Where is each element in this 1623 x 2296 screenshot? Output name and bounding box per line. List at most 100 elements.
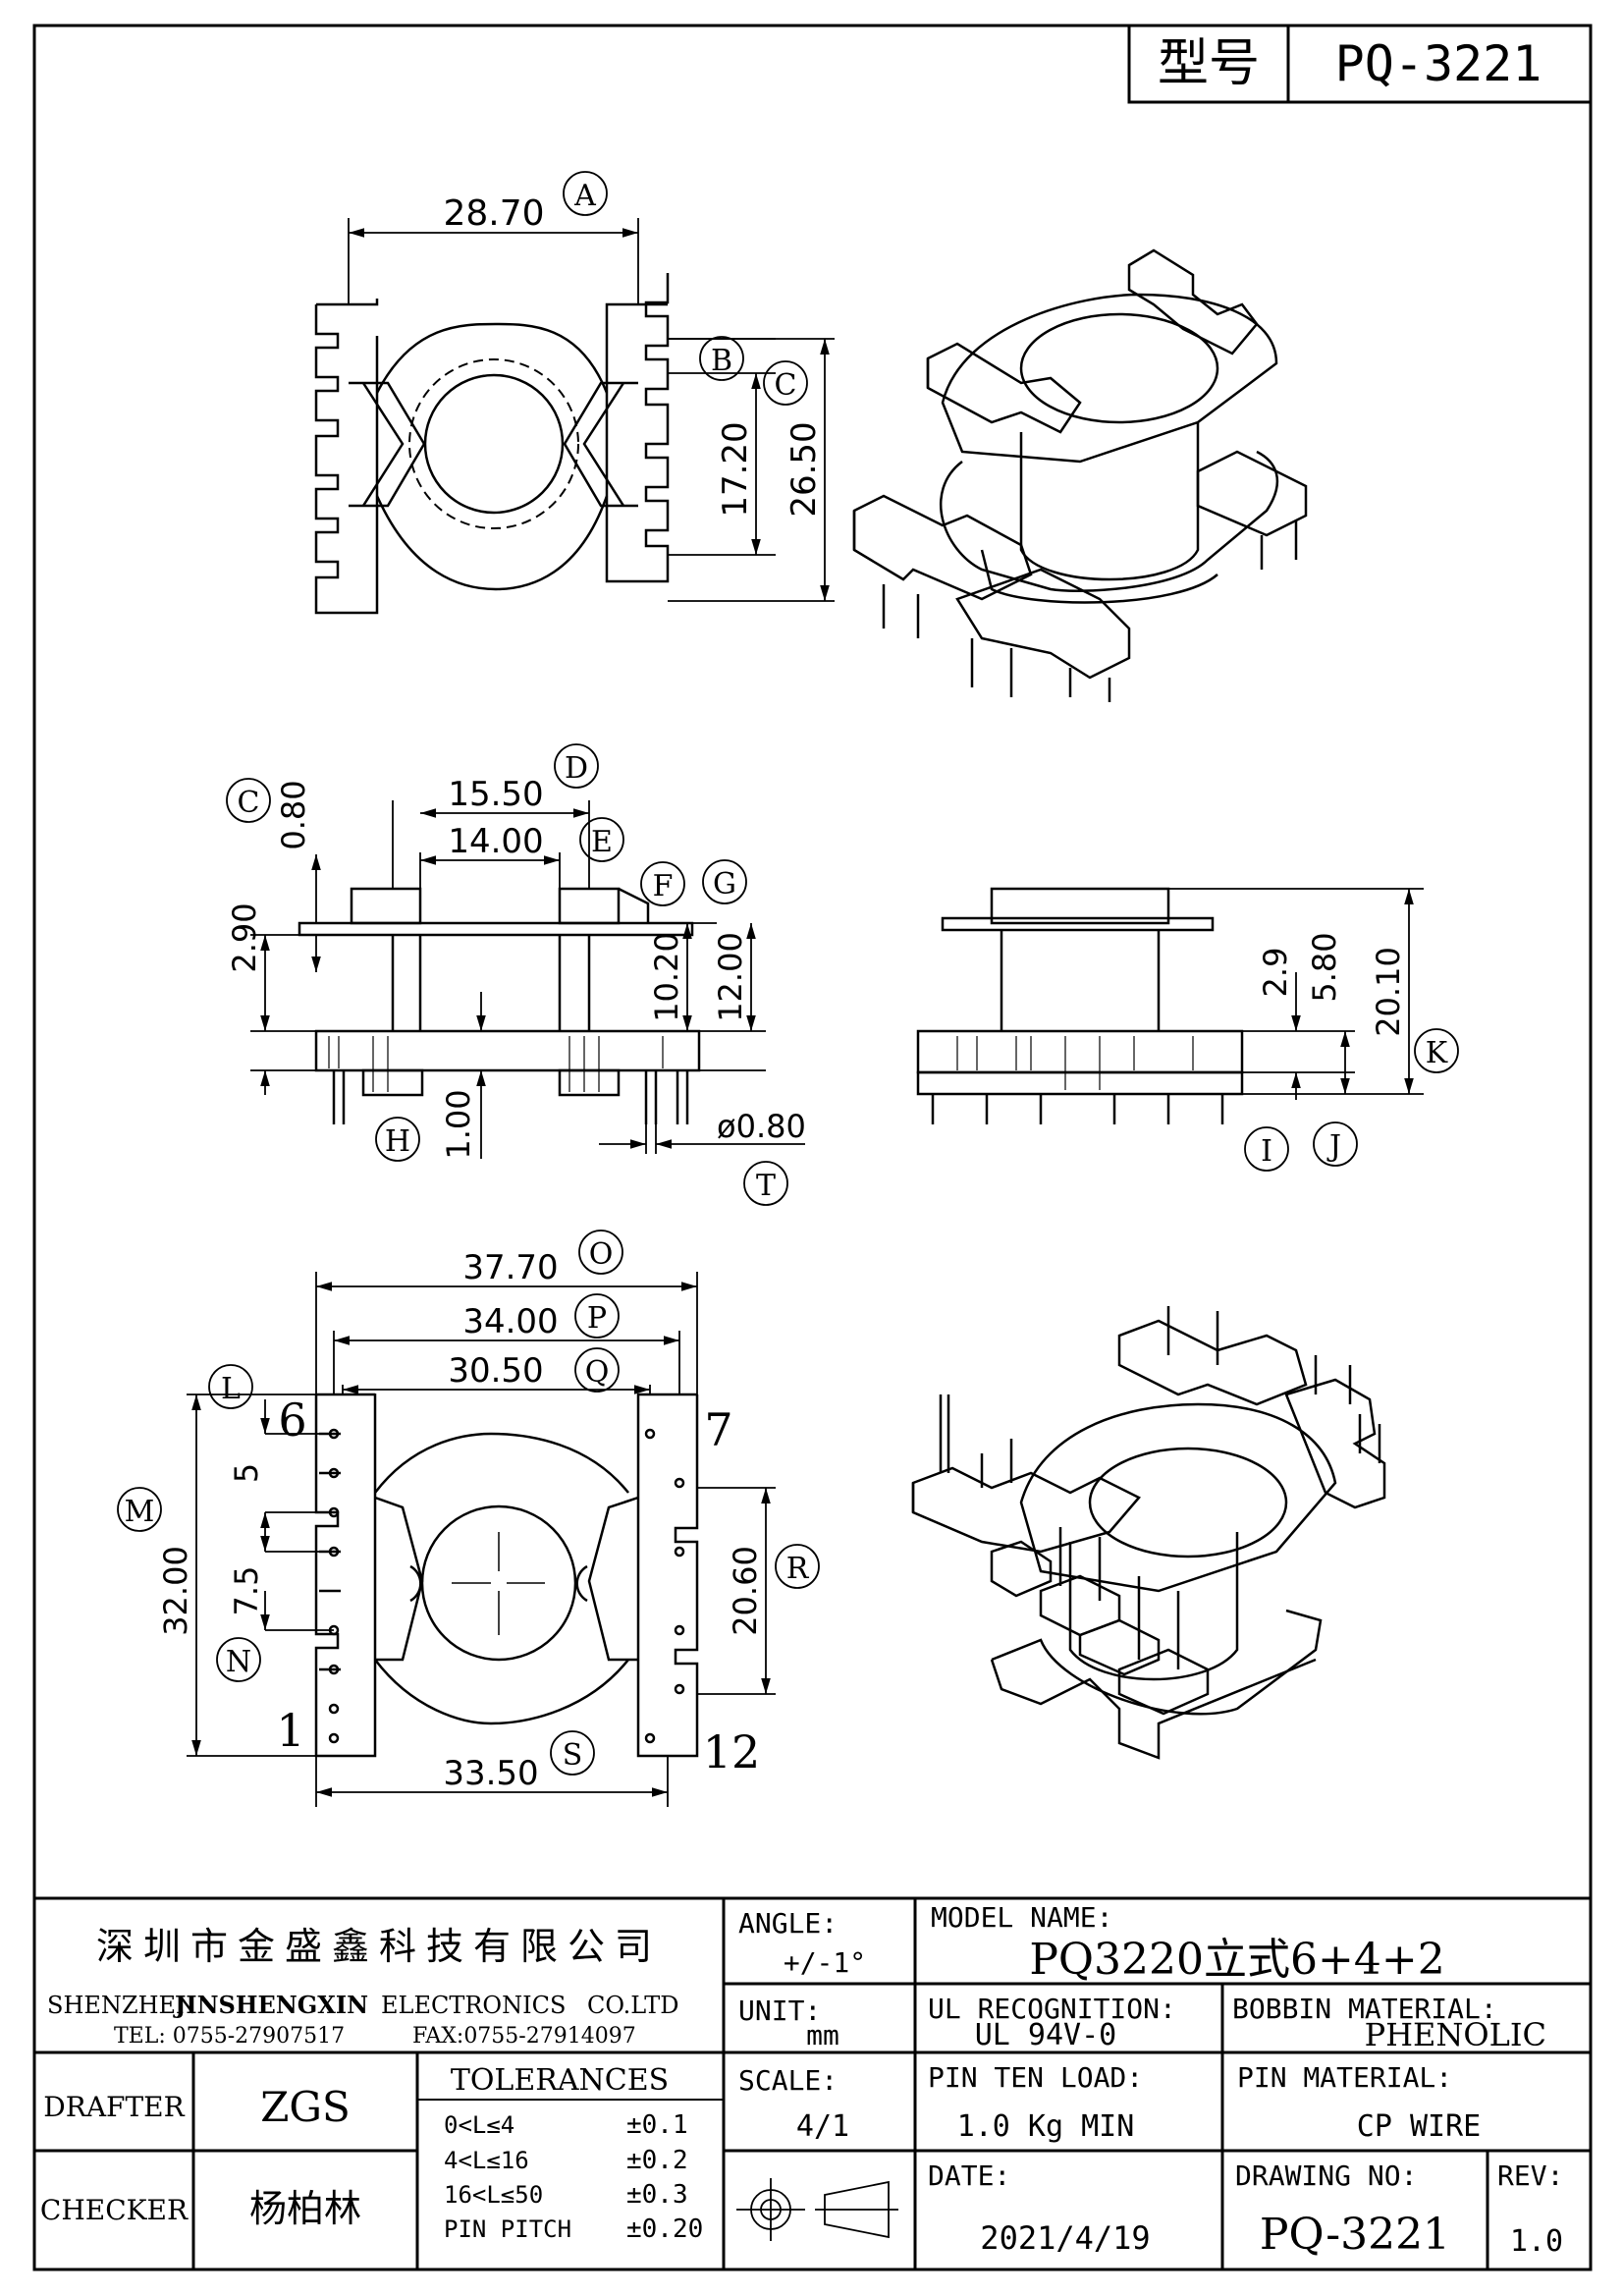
model-name-label: MODEL NAME: (931, 1901, 1112, 1934)
callout-n (216, 1637, 261, 1682)
header-model-code: PQ-3221 (1335, 35, 1542, 92)
callout-c-top (763, 360, 808, 406)
dim-15-50: 15.50 (448, 775, 543, 814)
callout-k (1414, 1028, 1459, 1073)
checker-label: CHECKER (40, 2194, 189, 2226)
tol-range-1: 0<L≤4 (444, 2111, 514, 2139)
pin-label-6: 6 (278, 1394, 306, 1447)
tolerances-label: TOLERANCES (451, 2063, 669, 2098)
dim-37-70: 37.70 (462, 1248, 558, 1287)
callout-i (1244, 1126, 1289, 1172)
tol-range-4: PIN PITCH (444, 2215, 571, 2243)
company-tel: TEL: 0755-27907517 (114, 2024, 345, 2049)
svg-text:G: G (713, 867, 736, 902)
svg-text:J: J (1326, 1129, 1341, 1164)
dim-14-00: 14.00 (448, 822, 543, 861)
svg-text:L: L (221, 1372, 241, 1406)
callout-d (554, 743, 599, 789)
svg-text:S: S (563, 1738, 583, 1773)
drawing-no-value: PQ-3221 (1260, 2210, 1450, 2260)
callout-o (578, 1230, 623, 1275)
dim-12-00: 12.00 (712, 932, 749, 1022)
projection-symbol (736, 2178, 898, 2241)
dim-7-5: 7.5 (228, 1566, 265, 1616)
callout-p (574, 1293, 620, 1339)
dim-17-20: 17.20 (716, 421, 755, 517)
top-view (314, 273, 670, 615)
svg-text:R: R (786, 1552, 810, 1586)
header-type-label: 型号 (1158, 34, 1260, 93)
tol-range-2: 4<L≤16 (444, 2147, 529, 2174)
svg-text:D: D (565, 751, 588, 786)
company-name-en-brand: JINSHENGXIN (173, 1991, 368, 2019)
dim-20-60: 20.60 (727, 1546, 764, 1636)
iso-view-bottom (911, 1306, 1386, 1760)
tol-value-1: ±0.1 (626, 2110, 688, 2140)
pin-material-label: PIN MATERIAL: (1237, 2061, 1452, 2094)
callout-h (375, 1117, 420, 1162)
bottom-view-dims: 37.70 34.00 30.50 33.50 32.00 20.60 5 7.… (117, 1230, 820, 1807)
dim-20-10: 20.10 (1370, 947, 1407, 1037)
side-view-left-dims: 15.50 14.00 0.80 2.90 10.20 12.00 1.00 ø… (226, 743, 806, 1206)
svg-text:K: K (1426, 1036, 1448, 1070)
svg-text:A: A (573, 179, 596, 213)
angle-label: ANGLE: (738, 1907, 838, 1940)
svg-text:N: N (226, 1645, 251, 1679)
drafter-label: DRAFTER (43, 2091, 185, 2123)
dim-2-9: 2.9 (1257, 948, 1294, 998)
iso-view-top (852, 248, 1308, 702)
tol-value-2: ±0.2 (626, 2146, 688, 2175)
svg-text:Q: Q (585, 1355, 610, 1390)
company-name-cn: 深圳市金盛鑫科技有限公司 (96, 1925, 662, 1968)
dim-5-80: 5.80 (1306, 932, 1343, 1002)
drawing-no-label: DRAWING NO: (1235, 2159, 1417, 2192)
tol-range-3: 16<L≤50 (444, 2181, 543, 2209)
callout-b (699, 336, 744, 381)
callout-a (563, 171, 608, 216)
tol-value-4: ±0.20 (626, 2214, 703, 2244)
callout-s (550, 1730, 595, 1776)
callout-q (574, 1347, 620, 1393)
date-label: DATE: (928, 2159, 1010, 2192)
callout-r (775, 1544, 820, 1589)
dim-30-50: 30.50 (448, 1351, 543, 1391)
svg-text:T: T (756, 1169, 776, 1203)
bobbin-material-value: PHENOLIC (1365, 2016, 1546, 2053)
dim-33-50: 33.50 (443, 1754, 538, 1793)
side-view-right-dims: 2.9 5.80 20.10 I J K (1168, 888, 1459, 1172)
scale-value: 4/1 (796, 2109, 849, 2144)
svg-text:E: E (591, 825, 613, 859)
dim-1-00: 1.00 (440, 1089, 477, 1159)
callout-m (117, 1487, 162, 1532)
callout-l (208, 1364, 253, 1409)
rev-label: REV: (1497, 2159, 1563, 2192)
dim-pin-dia: ø0.80 (717, 1108, 806, 1145)
title-block (34, 1896, 1591, 2269)
callout-g (702, 859, 747, 904)
pin-label-1: 1 (276, 1704, 304, 1757)
callout-f (640, 861, 685, 906)
unit-value: mm (806, 2019, 839, 2051)
svg-text:P: P (587, 1301, 607, 1336)
dim-2-90: 2.90 (226, 902, 263, 972)
dim-32-00: 32.00 (157, 1546, 194, 1636)
ul-label: UL RECOGNITION: (928, 1993, 1176, 2025)
svg-text:C: C (775, 368, 797, 403)
checker-value: 杨柏林 (249, 2187, 361, 2230)
dim-28-70: 28.70 (443, 193, 544, 234)
dim-5: 5 (228, 1463, 265, 1483)
rev-value: 1.0 (1510, 2224, 1563, 2259)
sheet-border (32, 24, 1593, 2271)
callout-j (1313, 1121, 1358, 1167)
svg-text:C: C (238, 786, 260, 820)
title-block-text: 深圳市金盛鑫科技有限公司 SHENZHEN JINSHENGXIN ELECTR… (40, 1901, 1564, 2260)
company-name-en-suffix: ELECTRONICS (381, 1992, 566, 2019)
header-model-box: 型号 PQ-3221 (1127, 24, 1593, 104)
callout-c-left (226, 778, 271, 823)
svg-text:I: I (1261, 1134, 1272, 1169)
drafter-value: ZGS (260, 2083, 351, 2131)
ul-value: UL 94V-0 (975, 2018, 1117, 2052)
svg-text:B: B (711, 344, 732, 378)
company-fax: FAX:0755-27914097 (412, 2024, 636, 2049)
model-name-value: PQ3220立式6+4+2 (1029, 1935, 1444, 1985)
